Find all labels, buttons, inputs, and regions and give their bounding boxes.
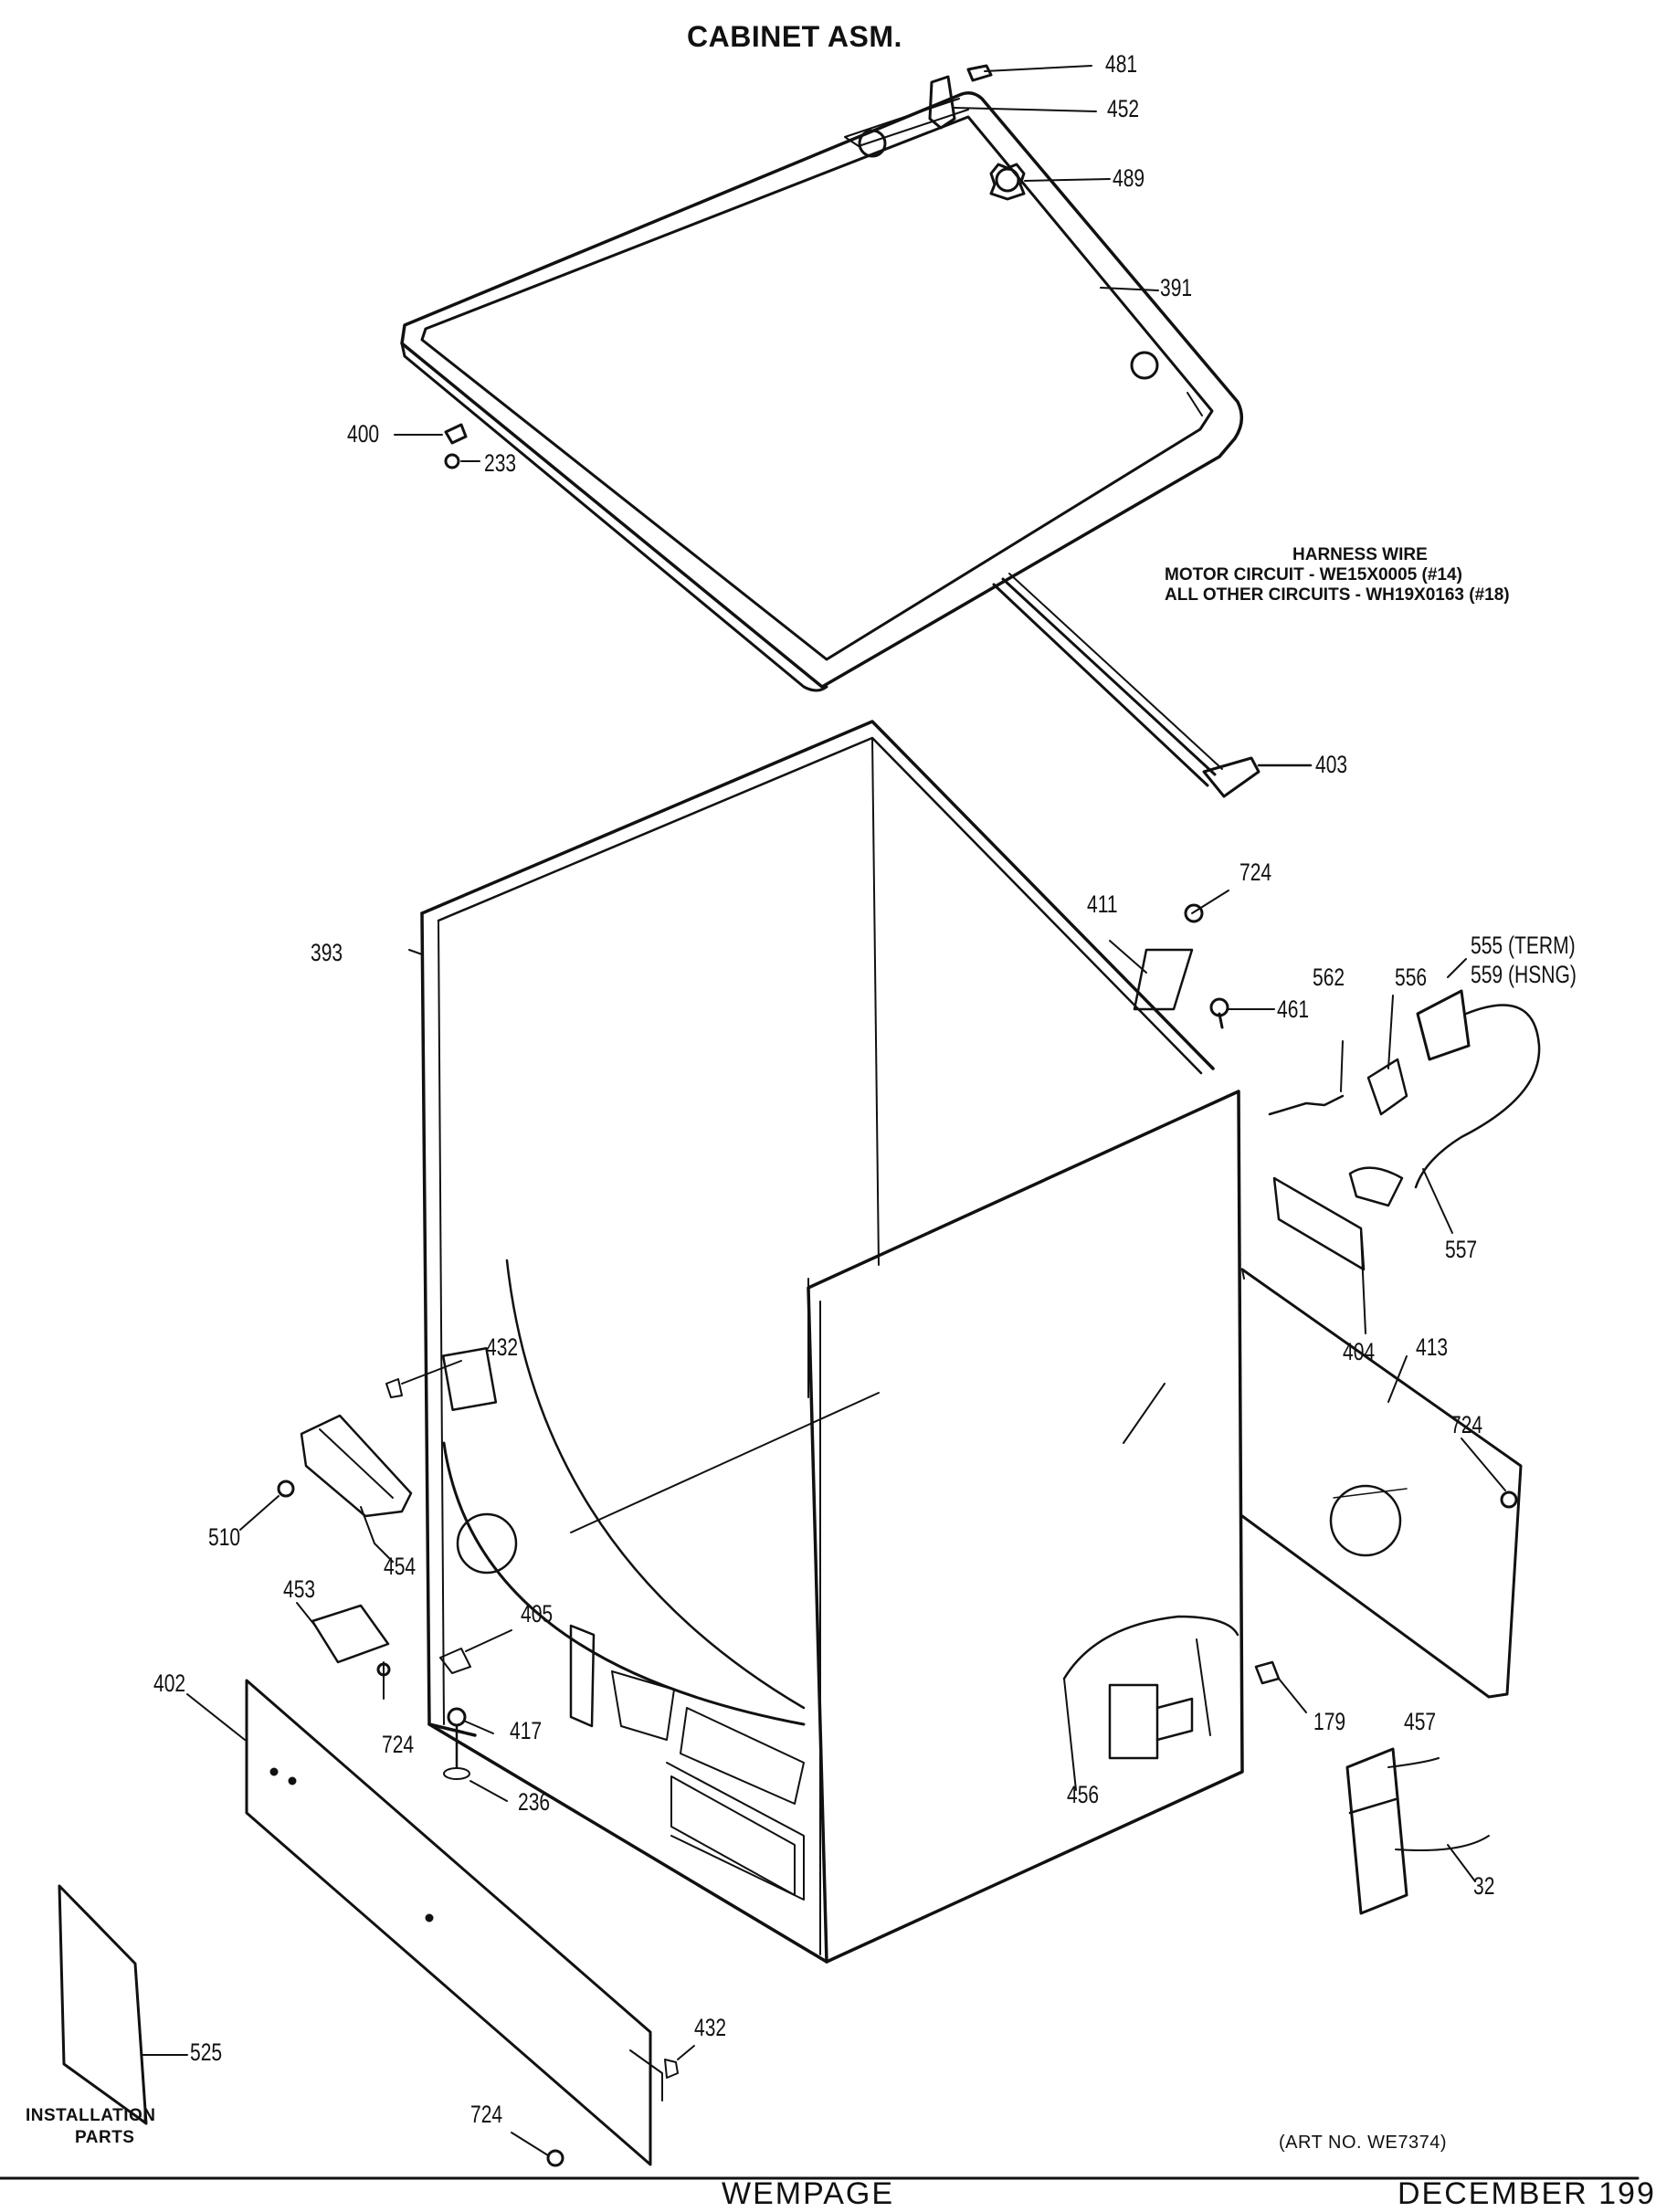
callout-724-left: 724 — [382, 1731, 415, 1758]
callout-557: 557 — [1445, 1236, 1478, 1263]
callout-413: 413 — [1416, 1333, 1449, 1361]
back-panel-413 — [1240, 1268, 1523, 1699]
harness-wire-403 — [992, 573, 1313, 798]
callout-510: 510 — [208, 1523, 241, 1551]
harness-line-1: MOTOR CIRCUIT - WE15X0005 (#14) — [1165, 565, 1462, 585]
callout-556: 556 — [1395, 964, 1428, 991]
callout-32: 32 — [1473, 1872, 1495, 1900]
installation-parts-line-2: PARTS — [75, 2128, 135, 2147]
power-cord-assembly — [1268, 958, 1541, 1234]
footer-date: DECEMBER 199 — [1398, 2176, 1656, 2211]
leader-lines — [408, 949, 1166, 1444]
callout-233: 233 — [484, 449, 517, 477]
small-parts-top — [394, 64, 1159, 469]
callout-461: 461 — [1277, 995, 1310, 1023]
callout-454: 454 — [384, 1553, 417, 1580]
panels-404-411 — [1109, 890, 1366, 1334]
callout-562: 562 — [1313, 964, 1345, 991]
callout-400: 400 — [347, 420, 380, 448]
callout-432-upper: 432 — [486, 1333, 519, 1361]
callout-417: 417 — [510, 1717, 543, 1744]
left-bracket-parts — [239, 1360, 512, 1802]
callout-724-upper: 724 — [1239, 858, 1272, 886]
toe-kick-402 — [186, 1679, 695, 2167]
diagram-title: CABINET ASM. — [687, 20, 902, 53]
callout-453: 453 — [283, 1575, 316, 1603]
callout-393: 393 — [311, 939, 343, 966]
callout-489: 489 — [1113, 164, 1145, 192]
callout-481: 481 — [1105, 50, 1138, 78]
callout-457: 457 — [1404, 1708, 1437, 1735]
callout-391: 391 — [1160, 274, 1193, 301]
installation-parts-line-1: INSTALLATION — [26, 2106, 156, 2125]
harness-heading: HARNESS WIRE — [1292, 545, 1428, 564]
callout-179: 179 — [1313, 1708, 1346, 1735]
footer-page-ref: WEMPAGE — [722, 2176, 895, 2211]
side-parts-179-457 — [1254, 1660, 1490, 1915]
callout-559-hsng: 559 (HSNG) — [1471, 961, 1577, 988]
harness-wire-note: HARNESS WIRE MOTOR CIRCUIT - WE15X0005 (… — [1165, 545, 1510, 606]
top-cover-391 — [400, 91, 1244, 692]
callout-236: 236 — [518, 1788, 551, 1816]
installation-envelope-525 — [58, 1884, 188, 2125]
art-number: (ART NO. WE7374) — [1279, 2133, 1447, 2153]
callout-456: 456 — [1067, 1781, 1100, 1808]
harness-line-2: ALL OTHER CIRCUITS - WH19X0163 (#18) — [1165, 585, 1510, 605]
callout-525: 525 — [190, 2038, 223, 2066]
callout-432-lower: 432 — [694, 2014, 727, 2041]
callout-403: 403 — [1315, 751, 1348, 778]
callout-405: 405 — [521, 1600, 554, 1627]
callout-411: 411 — [1087, 890, 1118, 918]
callout-402: 402 — [153, 1670, 186, 1697]
cabinet-body-393 — [420, 720, 1244, 1964]
callout-724-right: 724 — [1450, 1411, 1483, 1438]
callout-452: 452 — [1107, 95, 1140, 122]
callout-404: 404 — [1343, 1338, 1376, 1365]
callout-555-term: 555 (TERM) — [1471, 932, 1576, 959]
callout-724-lower: 724 — [470, 2101, 503, 2128]
